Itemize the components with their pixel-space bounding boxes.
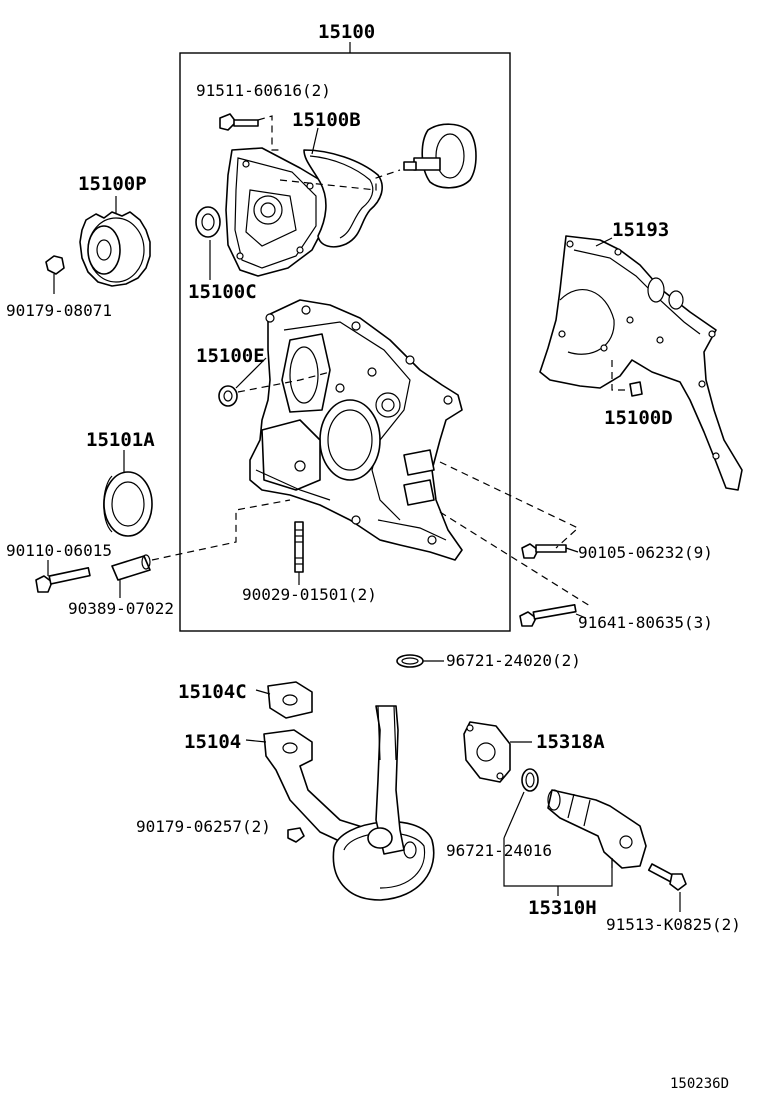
oil-strainer[interactable]	[263, 705, 435, 901]
label-96721b[interactable]: 96721-24016	[446, 841, 552, 860]
label-15100c[interactable]: 15100C	[188, 281, 257, 303]
bolt-91641[interactable]	[519, 603, 577, 627]
pin-90389[interactable]	[111, 554, 151, 581]
crank-sprocket[interactable]	[79, 211, 151, 287]
o-ring-96721b[interactable]	[521, 768, 539, 792]
gasket-15104c[interactable]	[267, 681, 313, 719]
plug-15100d[interactable]	[629, 381, 643, 397]
label-90105[interactable]: 90105-06232(9)	[578, 543, 713, 562]
nut-90179b[interactable]	[287, 827, 305, 843]
assembly-frame	[179, 52, 511, 632]
label-15100[interactable]: 15100	[318, 21, 375, 43]
diagram-ref: 150236D	[670, 1076, 729, 1092]
bracket-15310h	[503, 858, 613, 887]
label-15310h[interactable]: 15310H	[528, 897, 597, 919]
label-15104[interactable]: 15104	[184, 731, 241, 753]
timing-gasket-plate[interactable]	[539, 235, 743, 491]
label-15100p[interactable]: 15100P	[78, 173, 147, 195]
bolt-91513[interactable]	[647, 863, 687, 891]
plug-15100e[interactable]	[218, 385, 238, 407]
label-15100d[interactable]: 15100D	[604, 407, 673, 429]
gasket-15318a[interactable]	[463, 721, 511, 783]
label-15104c[interactable]: 15104C	[178, 681, 247, 703]
label-90110[interactable]: 90110-06015	[6, 541, 112, 560]
pump-drive-rotor[interactable]	[403, 123, 477, 189]
oil-seal-15101a[interactable]	[103, 471, 153, 537]
label-91511[interactable]: 91511-60616(2)	[196, 81, 331, 100]
label-96721a[interactable]: 96721-24020(2)	[446, 651, 581, 670]
label-90389[interactable]: 90389-07022	[68, 599, 174, 618]
label-15318a[interactable]: 15318A	[536, 731, 605, 753]
oil-seal-15100c[interactable]	[195, 206, 221, 238]
label-90179b[interactable]: 90179-06257(2)	[136, 817, 271, 836]
label-90179a[interactable]: 90179-08071	[6, 301, 112, 320]
label-91513[interactable]: 91513-K0825(2)	[606, 915, 741, 934]
label-15101a[interactable]: 15101A	[86, 429, 155, 451]
bolt-90105[interactable]	[521, 543, 567, 559]
label-90029[interactable]: 90029-01501(2)	[242, 585, 377, 604]
oil-pump-cover[interactable]	[225, 147, 331, 277]
label-15100b[interactable]: 15100B	[292, 109, 361, 131]
label-15193[interactable]: 15193	[612, 219, 669, 241]
o-ring-96721a[interactable]	[396, 654, 424, 668]
label-91641[interactable]: 91641-80635(3)	[578, 613, 713, 632]
nut-90179a[interactable]	[45, 255, 65, 275]
stud-90029[interactable]	[294, 521, 304, 573]
label-15100e[interactable]: 15100E	[196, 345, 265, 367]
relief-valve[interactable]	[547, 789, 647, 869]
bolt-90110[interactable]	[35, 566, 91, 593]
timing-cover-housing[interactable]	[249, 299, 463, 561]
bolt-91511[interactable]	[219, 113, 259, 131]
